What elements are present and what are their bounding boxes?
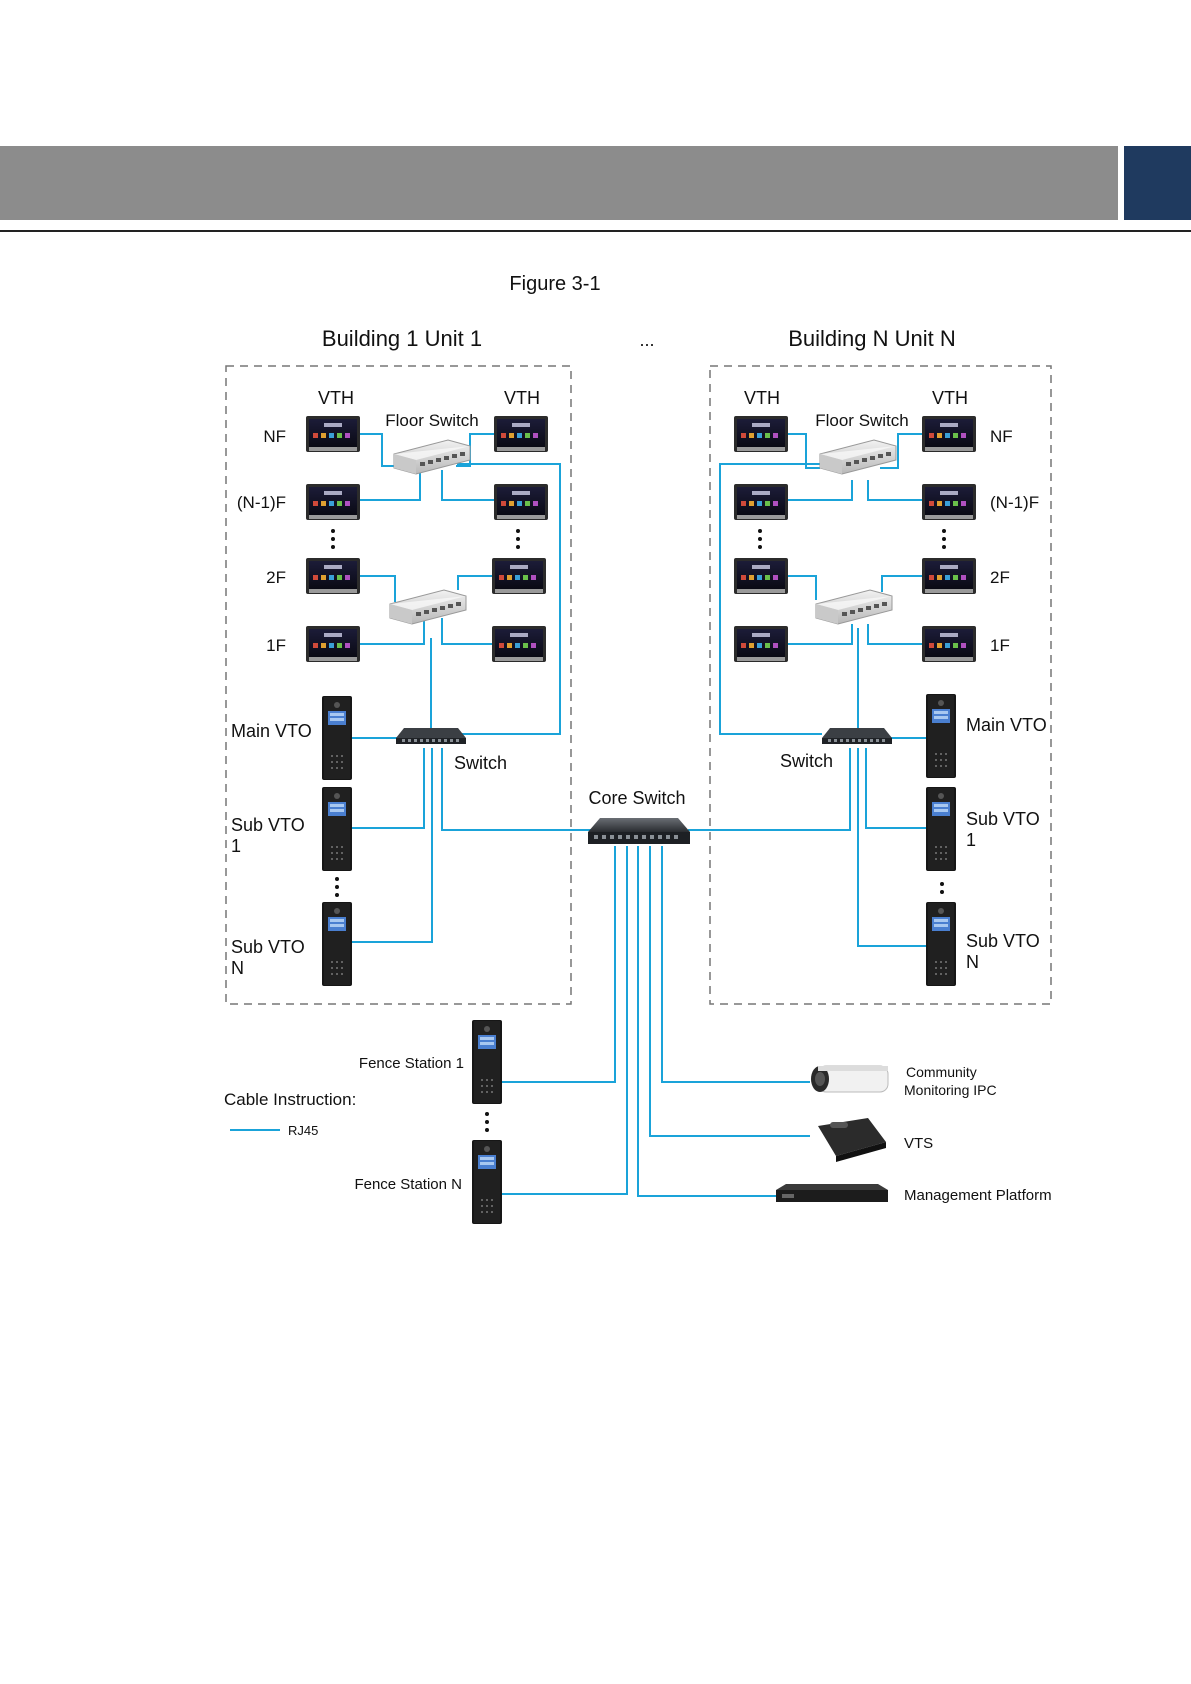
vth-right-n1f-r-icon (922, 484, 976, 520)
left-floor-nf: NF (263, 427, 286, 446)
right-floor-1f: 1F (990, 636, 1010, 655)
header-rule (0, 230, 1191, 232)
right-floor-nf: NF (990, 427, 1013, 446)
left-vertical-dots (331, 529, 520, 897)
sub-vto-n-right-icon (926, 902, 956, 986)
vth-left-nf-icon (306, 416, 360, 452)
left-vth-label-1: VTH (318, 388, 354, 408)
main-vto-right-icon (926, 694, 956, 778)
right-sub-vto-1-label: Sub VTO (966, 809, 1040, 829)
right-floor-n1f: (N-1)F (990, 493, 1039, 512)
left-floor-n1f: (N-1)F (237, 493, 286, 512)
vth-left-n1f-r-icon (734, 484, 788, 520)
fence-station-1-icon (472, 1020, 502, 1104)
sub-vto-1-left-icon (322, 787, 352, 871)
left-sub-vto-1-index: 1 (231, 836, 241, 856)
left-building-frame (225, 365, 572, 1005)
vth-right-nf-icon (494, 416, 548, 452)
vth-left-nf-r-icon (734, 416, 788, 452)
sub-vto-n-left-icon (322, 902, 352, 986)
right-vth-label-1: VTH (744, 388, 780, 408)
vth-left-1f-icon (306, 626, 360, 662)
fence-station-n-icon (472, 1140, 502, 1224)
unit-switch-right-icon (822, 728, 892, 744)
left-floor-switch-label: Floor Switch (385, 411, 479, 430)
right-sub-vto-n-label: Sub VTO (966, 931, 1040, 951)
fence-station-n-label: Fence Station N (354, 1176, 462, 1193)
vts-console-icon (818, 1118, 886, 1162)
vth-right-nf-r-icon (922, 416, 976, 452)
left-vth-label-2: VTH (504, 388, 540, 408)
fence-vertical-dots (485, 1112, 489, 1132)
vth-right-1f-icon (492, 626, 546, 662)
right-sub-vto-n-index: N (966, 952, 979, 972)
right-building-title: Building N Unit N (788, 326, 956, 351)
vth-right-2f-icon (492, 558, 546, 594)
core-switch-label: Core Switch (588, 788, 685, 808)
ipc-label-line-1: Community (906, 1064, 977, 1080)
unit-switch-left-icon (396, 728, 466, 744)
left-sub-vto-n-label: Sub VTO (231, 937, 305, 957)
legend-rj45: RJ45 (288, 1123, 318, 1138)
left-sub-vto-n-index: N (231, 958, 244, 978)
vth-right-n1f-icon (494, 484, 548, 520)
right-main-vto-label: Main VTO (966, 715, 1047, 735)
left-building-title: Building 1 Unit 1 (322, 326, 482, 351)
left-main-vto-label: Main VTO (231, 721, 312, 741)
core-switch-icon (588, 818, 690, 844)
cable-lines (230, 433, 928, 1197)
left-floor-1f: 1F (266, 636, 286, 655)
left-sub-vto-1-label: Sub VTO (231, 815, 305, 835)
floor-switch-left-top-icon (393, 439, 471, 475)
floor-switch-left-bottom-icon (389, 589, 467, 625)
right-floor-2f: 2F (990, 568, 1010, 587)
ellipsis: ... (639, 330, 654, 350)
vth-left-2f-icon (306, 558, 360, 594)
figure-caption: Figure 3-1 (509, 273, 600, 295)
fence-station-1-label: Fence Station 1 (359, 1055, 464, 1072)
main-vto-left-icon (322, 696, 352, 780)
management-platform-icon (776, 1184, 888, 1202)
right-switch-label: Switch (780, 751, 833, 771)
vth-left-n1f-icon (306, 484, 360, 520)
vth-right-2f-r-icon (922, 558, 976, 594)
sub-vto-1-right-icon (926, 787, 956, 871)
ipc-label-line-2: Monitoring IPC (904, 1082, 997, 1098)
header-band (0, 146, 1118, 220)
right-vertical-dots (758, 529, 946, 894)
floor-switch-right-bottom-icon (815, 589, 893, 625)
vth-left-2f-r-icon (734, 558, 788, 594)
left-switch-label: Switch (454, 753, 507, 773)
management-platform-label: Management Platform (904, 1187, 1052, 1204)
right-sub-vto-1-index: 1 (966, 830, 976, 850)
legend-title: Cable Instruction: (224, 1090, 356, 1109)
right-floor-switch-label: Floor Switch (815, 411, 909, 430)
vth-right-1f-r-icon (922, 626, 976, 662)
header-tab (1124, 146, 1191, 220)
right-vth-label-2: VTH (932, 388, 968, 408)
ipc-camera-icon (811, 1065, 889, 1093)
left-floor-2f: 2F (266, 568, 286, 587)
vts-label: VTS (904, 1135, 933, 1152)
vth-left-1f-r-icon (734, 626, 788, 662)
right-building-frame (709, 365, 1052, 1005)
